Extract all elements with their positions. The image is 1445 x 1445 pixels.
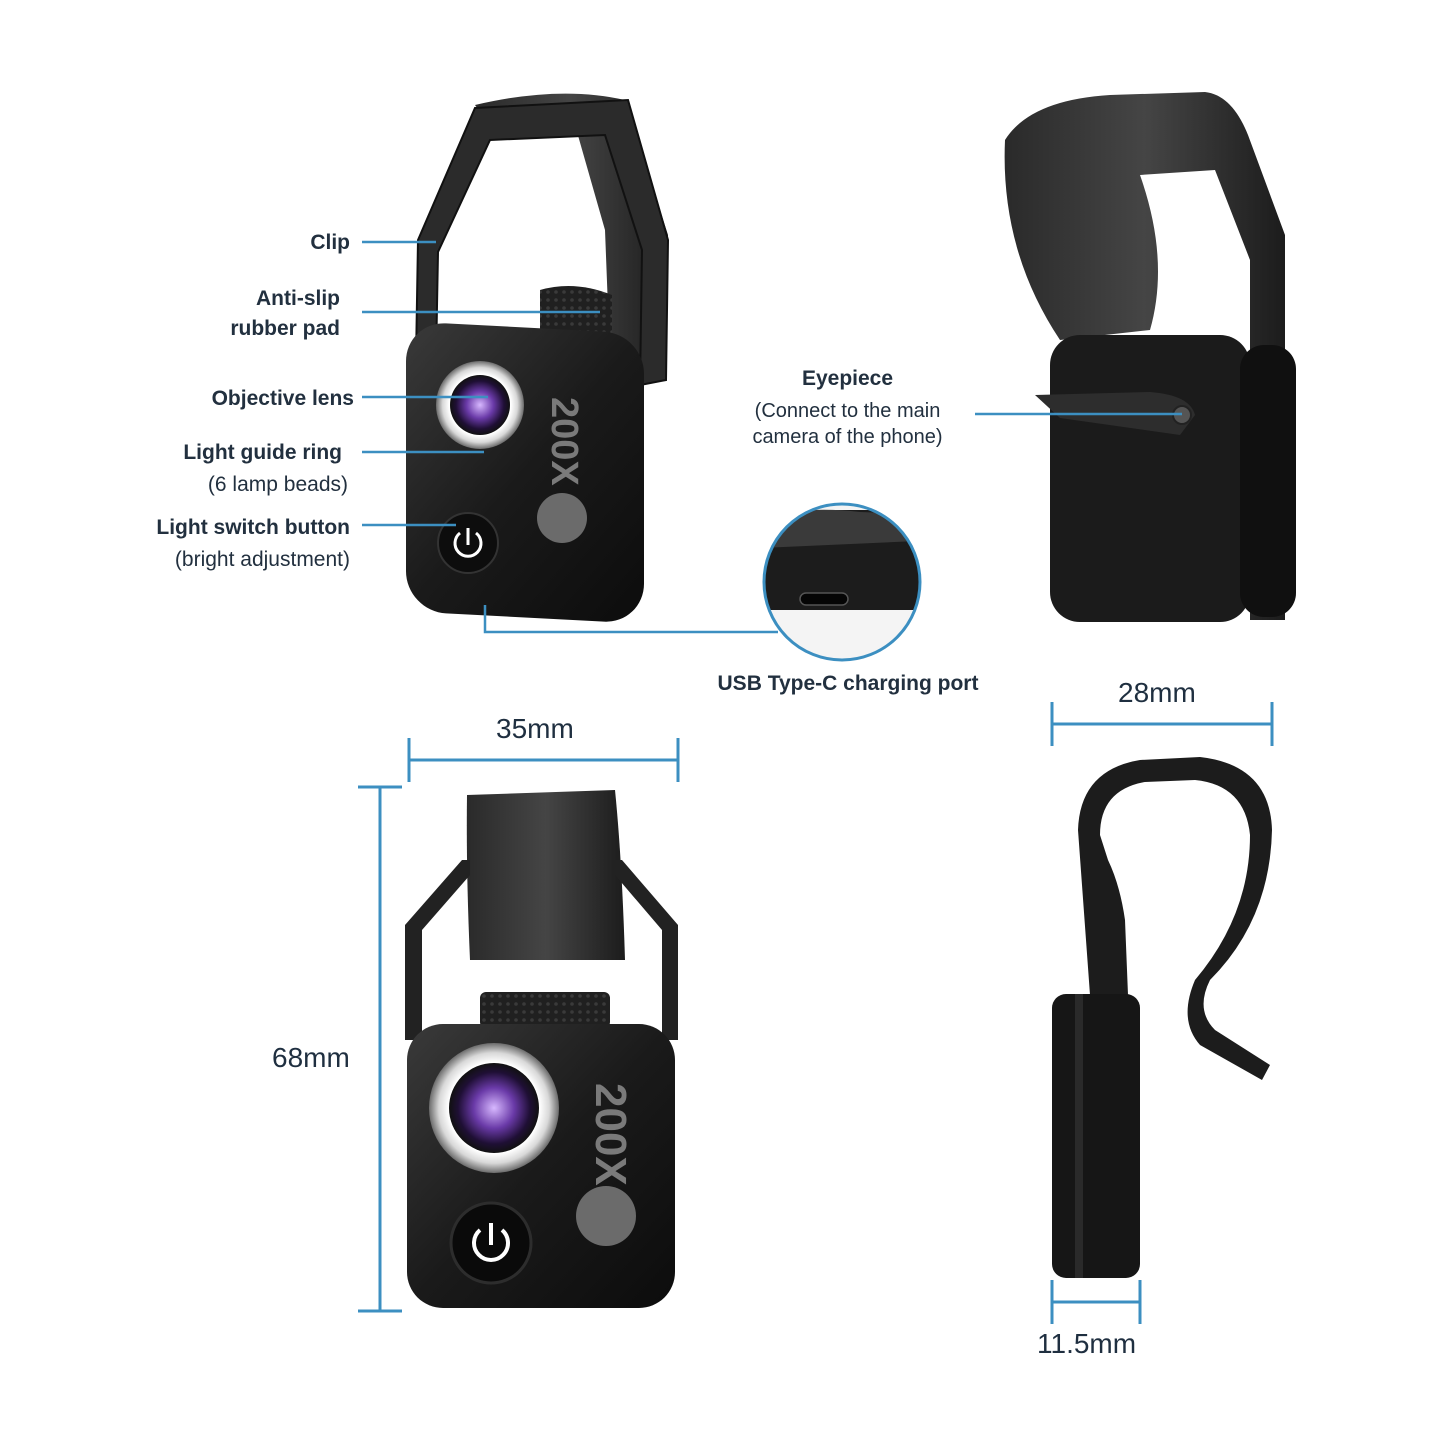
- eyepiece-label-1: Eyepiece: [801, 367, 894, 390]
- thickness-dim-label: 11.5mm: [1037, 1328, 1137, 1359]
- usb-label: USB Type-C charging port: [717, 672, 979, 695]
- back-body: [1050, 335, 1250, 622]
- leader-lines: [362, 240, 1182, 634]
- anti-slip-label-2: rubber pad: [230, 317, 340, 340]
- front-badge-200x: 200X: [586, 1083, 635, 1186]
- front-power-icon: [472, 1228, 510, 1262]
- objective-lens-label: Objective lens: [211, 387, 354, 410]
- objective-lens: [450, 375, 510, 435]
- front-objective-lens: [449, 1063, 539, 1153]
- clip-label: Clip: [310, 231, 350, 254]
- microscope-logo-icon: [537, 493, 587, 543]
- usb-port-icon: [799, 592, 849, 606]
- front-anti-slip-pad: [480, 992, 610, 1028]
- device-back-view: [1004, 92, 1296, 622]
- badge-200x: 200X: [543, 397, 585, 486]
- anti-slip-pad: [540, 286, 612, 342]
- anti-slip-label-1: Anti-slip: [256, 287, 340, 310]
- usb-zoom-detail: [762, 502, 922, 662]
- light-ring-label-2: (6 lamp beads): [207, 473, 348, 496]
- side-body: [1052, 994, 1140, 1278]
- device-front-angled: 200X: [406, 93, 670, 622]
- device-body: [406, 323, 644, 622]
- device-front-view: 200X: [405, 790, 678, 1308]
- height-dim-label: 68mm: [272, 1042, 350, 1073]
- front-clip-frame: [405, 860, 470, 1040]
- side-clip-hook: [1078, 757, 1272, 1080]
- switch-label-2: (bright adjustment): [174, 548, 350, 571]
- dimension-lines: [358, 702, 1274, 1324]
- power-icon: [453, 531, 483, 558]
- width-dim-label: 35mm: [496, 713, 574, 744]
- usb-leader: [483, 605, 778, 634]
- front-microscope-logo-icon: [576, 1186, 636, 1246]
- device-side-view: [1052, 757, 1272, 1278]
- eyepiece-label-3: camera of the phone): [752, 426, 943, 448]
- front-clip-band: [466, 790, 625, 960]
- clip-width-dim-label: 28mm: [1118, 677, 1196, 708]
- light-ring-label-1: Light guide ring: [183, 441, 342, 464]
- eyepiece-label-2: (Connect to the main: [754, 400, 941, 422]
- switch-label-1: Light switch button: [156, 516, 350, 539]
- back-clip-hood: [1004, 92, 1285, 620]
